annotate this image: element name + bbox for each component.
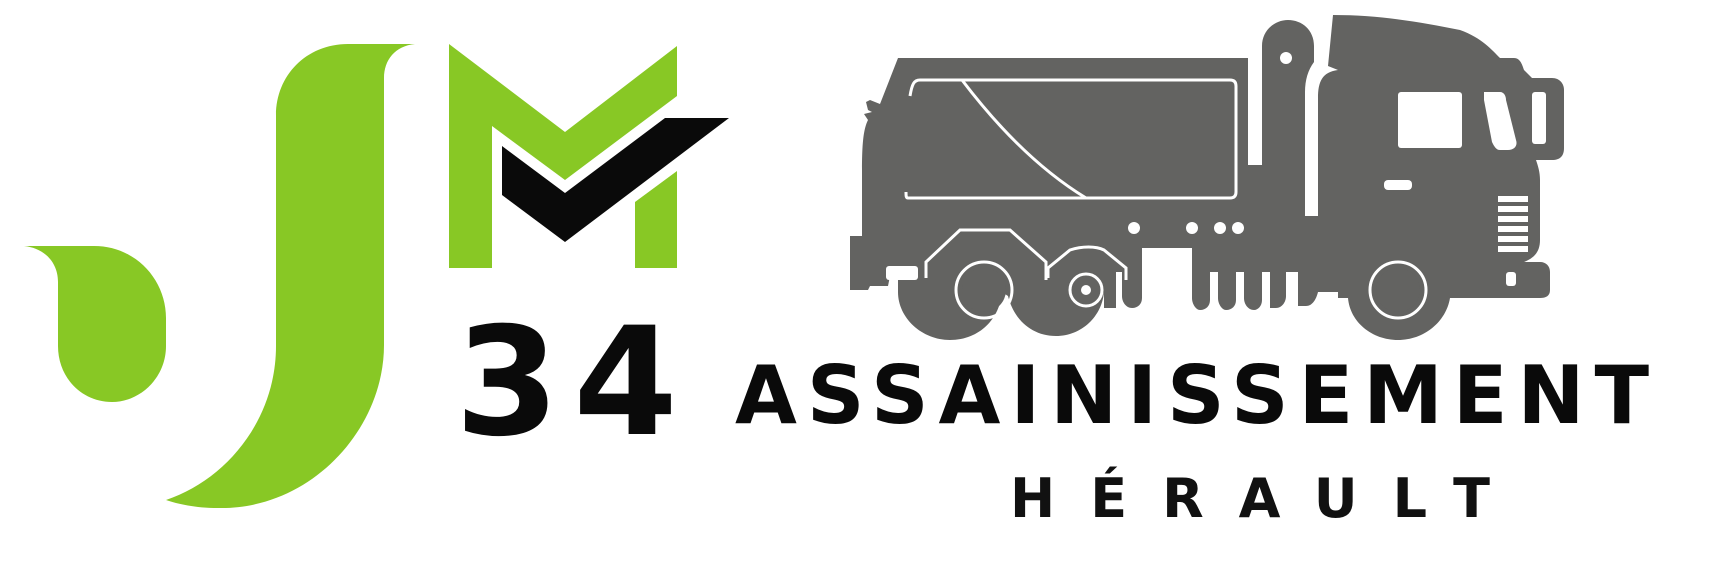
m-green: [449, 44, 677, 268]
jm-monogram-icon: [24, 44, 677, 509]
j-hook: [24, 246, 166, 402]
j-stem: [166, 44, 415, 509]
region-name: HÉRAULT: [1010, 467, 1525, 530]
check-mark-icon: [502, 118, 729, 242]
m-right-leg: [635, 171, 677, 268]
vacuum-truck-icon: [850, 15, 1564, 340]
company-name: ASSAINISSEMENT: [735, 349, 1660, 442]
department-number: 34: [455, 296, 692, 470]
